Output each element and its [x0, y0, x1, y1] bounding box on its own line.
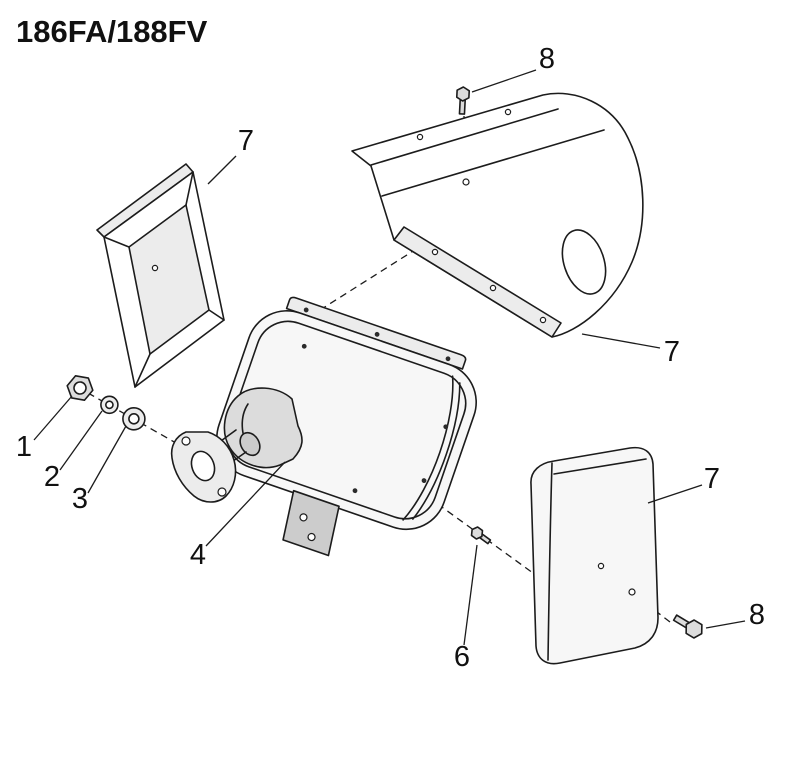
- washer-small-bore: [105, 400, 114, 410]
- shield-top-flange-hole: [539, 316, 547, 324]
- muffler-bracket: [282, 489, 340, 557]
- cover-body: [530, 446, 659, 665]
- callout-7-left: 7: [238, 125, 254, 157]
- muffler-bracket-hole: [307, 532, 316, 542]
- callout-8-right: 8: [749, 599, 765, 631]
- part-cover-right: [530, 446, 659, 665]
- shield-left-corner-edge: [185, 171, 194, 206]
- muffler-endcap-line: [412, 382, 461, 520]
- callout-4: 4: [190, 539, 206, 571]
- shield-top-flange-hole: [489, 284, 497, 292]
- part-heat-shield-top: [351, 92, 644, 338]
- leader-shield-top: [581, 333, 661, 349]
- callout-6: 6: [454, 641, 470, 673]
- shield-left-hole: [151, 264, 159, 272]
- shield-top-end-hole: [561, 229, 607, 295]
- shield-top-flange-hole: [416, 133, 424, 141]
- inlet-boss: [223, 387, 303, 469]
- muffler-endcap-line: [402, 375, 454, 521]
- callout-1: 1: [16, 431, 32, 463]
- part-washer-small: [100, 395, 119, 415]
- page-title: 186FA/188FV: [16, 14, 208, 49]
- muffler-face-bolt: [301, 343, 307, 349]
- part-inlet-flange: [170, 387, 303, 503]
- callout-7-top: 7: [664, 336, 680, 368]
- callout-8-top: 8: [539, 43, 555, 75]
- muffler-face-bolt: [421, 478, 427, 483]
- cover-bolt-hole: [628, 588, 636, 596]
- shield-left-corner-edge: [103, 236, 130, 248]
- bolt-top-shaft: [458, 99, 466, 115]
- inlet-pipe-rim: [239, 431, 261, 457]
- part-bolt-small: [470, 526, 492, 545]
- muffler-seam-bolt: [303, 307, 309, 313]
- nut-bore: [73, 381, 87, 395]
- part-washer-large: [122, 406, 146, 431]
- muffler-seam-bolt: [445, 356, 451, 362]
- muffler-face-bolt: [443, 424, 449, 430]
- leader-nut: [33, 395, 73, 441]
- callout-labels: 7 8 7 1 2 3 4 6 7 8: [16, 43, 765, 673]
- leader-washer-small: [59, 410, 103, 471]
- shield-left-corner-edge: [208, 309, 225, 321]
- callout-2: 2: [44, 461, 60, 493]
- callout-7-right: 7: [704, 463, 720, 495]
- leader-bolt-right: [705, 620, 746, 629]
- bolt-top-head: [455, 86, 471, 102]
- leader-shield-left: [207, 155, 237, 185]
- shield-top-bolt-hole: [462, 178, 470, 186]
- leader-muffler: [205, 461, 286, 547]
- shield-left-corner-edge: [134, 353, 151, 388]
- shield-top-flange-hole: [504, 108, 512, 116]
- part-muffler: [216, 296, 477, 557]
- muffler-face-bolt: [352, 488, 358, 494]
- exhaust-flange-hole: [181, 436, 191, 446]
- cover-fold-line: [547, 462, 553, 661]
- muffler-seam-bolt: [374, 331, 380, 337]
- washer-large-bore: [128, 412, 140, 425]
- leader-bolt-small: [463, 544, 478, 646]
- leader-bolt-top: [471, 69, 537, 93]
- leader-cover-right: [647, 484, 703, 504]
- part-nut: [66, 374, 94, 402]
- shield-top-flange-hole: [431, 248, 439, 256]
- bolt-small-head: [470, 526, 484, 540]
- part-bolt-top: [455, 86, 471, 115]
- shield-top-fold-1: [370, 108, 559, 166]
- muffler-bracket-hole: [299, 513, 308, 522]
- callout-leader-lines: [33, 69, 746, 646]
- cover-top-fold: [553, 458, 647, 475]
- exhaust-flange-port: [190, 450, 216, 482]
- part-bolt-right: [672, 614, 703, 639]
- exhaust-flange-hole: [217, 487, 227, 497]
- muffler-face-seam: [226, 320, 467, 520]
- shield-top-fold-2: [381, 129, 605, 197]
- bolt-right-head: [685, 619, 703, 639]
- leader-washer-large: [87, 425, 127, 494]
- callout-3: 3: [72, 483, 88, 515]
- part-heat-shield-left: [96, 163, 225, 388]
- cover-hole: [597, 562, 605, 570]
